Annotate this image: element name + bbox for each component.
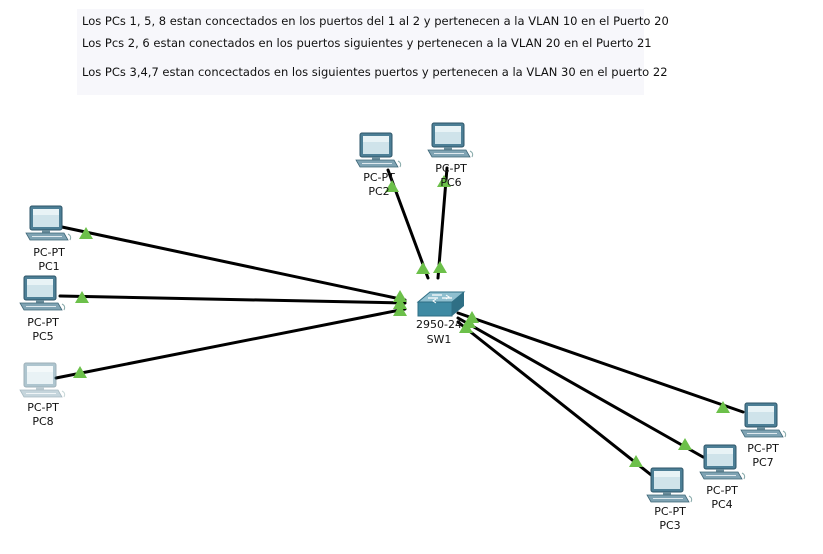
- pc-type-label: PC-PT: [435, 162, 467, 175]
- pc-type-label: PC-PT: [706, 484, 738, 497]
- link-up-indicator: [75, 291, 89, 303]
- pc-name-label: PC1: [38, 260, 59, 273]
- pc-node-pc5[interactable]: PC-PT PC5: [19, 275, 66, 343]
- pc-node-pc2[interactable]: PC-PT PC2: [355, 132, 402, 198]
- pc-type-label: PC-PT: [27, 316, 59, 329]
- pc-type-label: PC-PT: [27, 401, 59, 414]
- switch-icon: [416, 291, 466, 317]
- pc-icon: [646, 467, 693, 503]
- pc-node-pc7[interactable]: PC-PT PC7: [740, 402, 787, 469]
- link-pc1-sw1[interactable]: [60, 225, 407, 302]
- pc-name-label: PC5: [32, 330, 53, 343]
- pc-type-label: PC-PT: [33, 246, 65, 259]
- pc-name-label: PC2: [368, 185, 389, 198]
- link-up-indicator: [416, 262, 430, 274]
- note-line-vlan30: Los PCs 3,4,7 estan concectados en los s…: [82, 65, 668, 79]
- pc-node-pc8[interactable]: PC-PT PC8: [20, 363, 65, 428]
- pc-node-pc1[interactable]: PC-PT PC1: [25, 205, 72, 273]
- pc-icon: [740, 402, 787, 438]
- link-up-indicator: [433, 261, 447, 273]
- link-pc3-sw1[interactable]: [456, 320, 657, 480]
- note-line-vlan20: Los Pcs 2, 6 estan conectados en los pue…: [82, 36, 652, 50]
- pc-icon: [355, 132, 402, 168]
- pc-icon: [20, 363, 65, 397]
- pc-type-label: PC-PT: [654, 505, 686, 518]
- pc-node-pc4[interactable]: PC-PT PC4: [699, 444, 746, 511]
- link-pc4-sw1[interactable]: [456, 316, 705, 459]
- pc-type-label: PC-PT: [747, 442, 779, 455]
- link-pc8-sw1[interactable]: [54, 307, 407, 380]
- pc-name-label: PC4: [711, 498, 732, 511]
- link-up-indicator: [393, 290, 407, 302]
- link-pc7-sw1[interactable]: [456, 311, 745, 414]
- link-up-indicator: [678, 438, 692, 450]
- link-pc5-sw1[interactable]: [58, 294, 407, 305]
- pc-icon: [19, 275, 66, 311]
- pc-icon: [699, 444, 746, 480]
- note-line-vlan10: Los PCs 1, 5, 8 estan concectados en los…: [82, 14, 669, 28]
- switch-model-label: 2950-24: [416, 318, 462, 331]
- link-up-indicator: [79, 227, 93, 239]
- pc-node-pc6[interactable]: PC-PT PC6: [427, 122, 474, 189]
- pc-name-label: PC3: [659, 519, 680, 532]
- pc-icon: [25, 205, 72, 241]
- notes-box: [77, 9, 644, 95]
- pc-name-label: PC7: [752, 456, 773, 469]
- pc-name-label: PC6: [440, 176, 461, 189]
- pc-node-pc3[interactable]: PC-PT PC3: [646, 467, 693, 532]
- link-up-indicator: [393, 304, 407, 316]
- link-up-indicator: [385, 180, 399, 192]
- link-up-indicator: [716, 401, 730, 413]
- pc-name-label: PC8: [32, 415, 53, 428]
- pc-type-label: PC-PT: [363, 171, 395, 184]
- pc-icon: [427, 122, 474, 158]
- link-up-indicator: [459, 321, 473, 333]
- link-up-indicator: [393, 297, 407, 309]
- link-up-indicator: [73, 366, 87, 378]
- switch-sw1[interactable]: 2950-24 SW1: [416, 291, 466, 346]
- link-up-indicator: [629, 455, 643, 467]
- link-up-indicator: [437, 175, 451, 187]
- switch-name-label: SW1: [427, 333, 452, 346]
